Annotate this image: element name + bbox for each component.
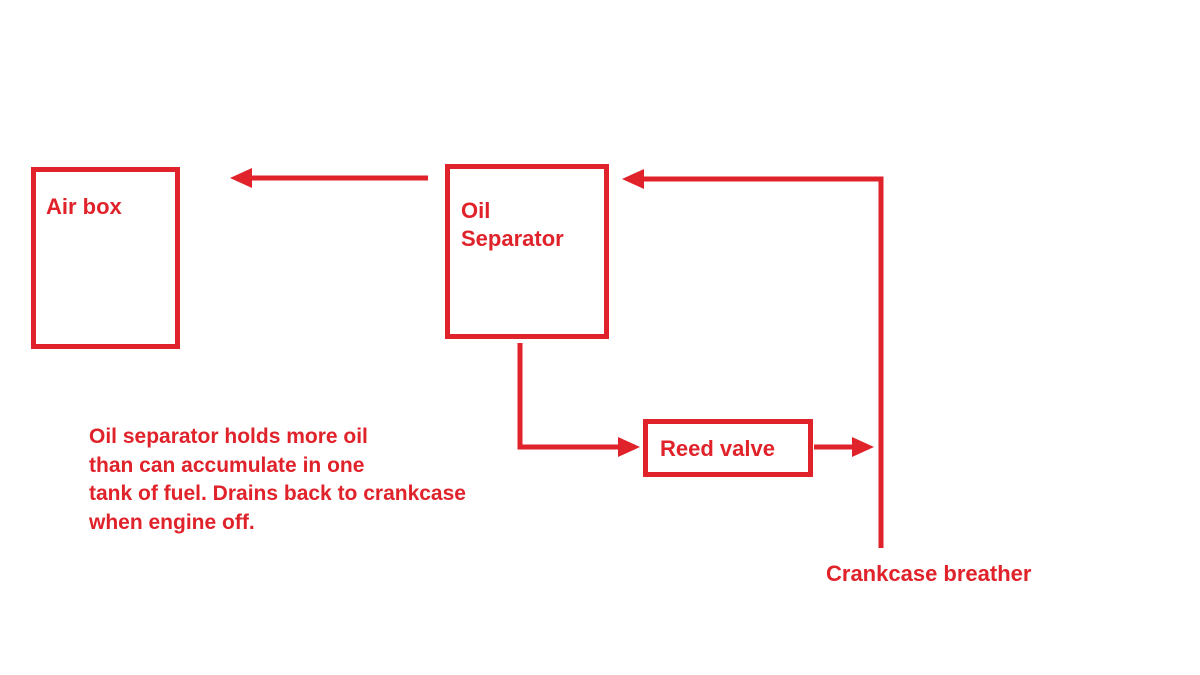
oil-separator-label: Oil Separator xyxy=(461,197,564,253)
arrow-separator-to-reed-valve xyxy=(517,343,640,457)
note-line: Oil separator holds more oil xyxy=(89,425,368,448)
arrow-breather-to-separator xyxy=(622,169,884,548)
oil-separator-label-line2: Separator xyxy=(461,226,564,252)
reed-valve-node: Reed valve xyxy=(643,419,813,477)
air-box-node: Air box xyxy=(31,167,180,349)
oil-separator-node: Oil Separator xyxy=(445,164,609,339)
oil-separator-label-line1: Oil xyxy=(461,198,491,223)
air-box-label: Air box xyxy=(46,194,122,219)
reed-valve-label: Reed valve xyxy=(660,436,775,461)
explanatory-note: Oil separator holds more oil than can ac… xyxy=(89,423,466,537)
note-line: than can accumulate in one xyxy=(89,453,365,477)
arrow-separator-to-airbox xyxy=(230,168,428,188)
arrow-reed-valve-to-breather xyxy=(814,437,874,457)
crankcase-breather-label: Crankcase breather xyxy=(826,561,1032,586)
note-line: tank of fuel. Drains back to crankcase xyxy=(89,482,466,506)
note-line: when engine off. xyxy=(89,510,255,534)
